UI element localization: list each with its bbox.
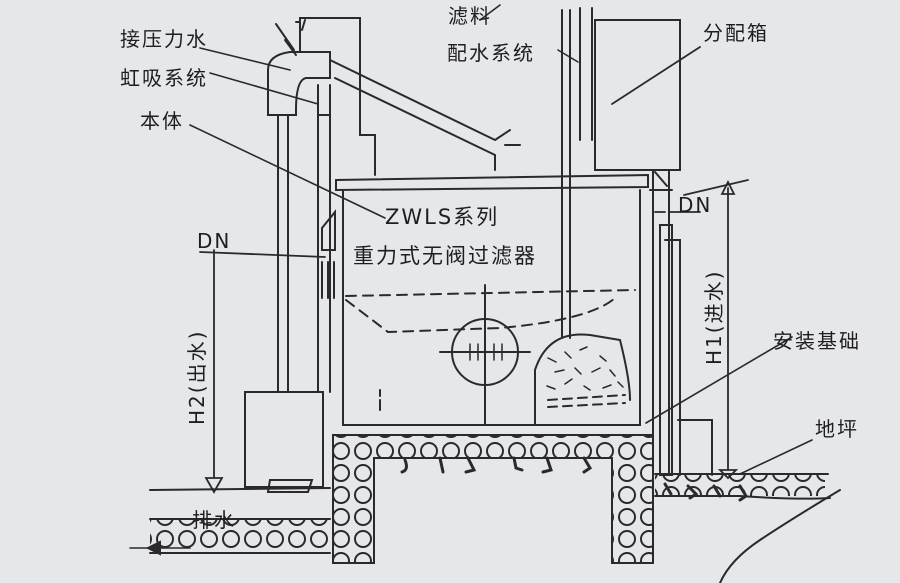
label-filter-name: 重力式无阀过滤器 (353, 244, 537, 268)
filter-tank-top (335, 173, 649, 192)
label-dn-left: DN (197, 229, 232, 253)
connecting-pipe (329, 59, 521, 171)
pressure-inlet-pipe (275, 19, 306, 56)
ground-line-left (149, 487, 331, 491)
body-riser (317, 84, 331, 393)
label-siphon-system: 虹吸系统 (120, 66, 208, 90)
label-water-distribution: 配水系统 (447, 41, 535, 65)
right-valve (677, 419, 713, 476)
filter-media-outline (534, 333, 631, 426)
center-pipe-circle (451, 318, 519, 386)
label-distribution-box: 分配箱 (703, 21, 769, 45)
label-series-name: ZWLS系列 (385, 205, 500, 229)
siphon-elbow (267, 51, 331, 116)
filter-media-particles (546, 346, 624, 391)
check-valve (321, 209, 336, 251)
label-installation-base: 安装基础 (773, 329, 861, 353)
distribution-box (594, 19, 681, 171)
drain-arrow (145, 540, 161, 556)
label-filter-media: 滤料 (448, 4, 492, 28)
outlet-box (244, 391, 324, 488)
filter-media-tube (561, 9, 571, 339)
label-ground: 地坪 (815, 417, 859, 441)
label-pressure-water: 接压力水 (120, 27, 208, 51)
label-h1-inlet: H1(进水) (702, 269, 726, 365)
filter-tank-body (342, 189, 641, 426)
installation-foundation (332, 434, 654, 564)
water-distribution-pipe (579, 7, 593, 141)
nozzles (400, 456, 749, 502)
leader-lines (129, 4, 813, 549)
inlet-pipe-right (649, 169, 673, 476)
label-h2-outlet: H2(出水) (185, 329, 209, 425)
label-body: 本体 (140, 109, 184, 133)
water-level-dashed (345, 289, 636, 297)
center-crosshair (439, 284, 531, 426)
siphon-pipe (277, 114, 289, 393)
dimension-lines (199, 179, 749, 494)
ground-curve-right (719, 489, 841, 583)
label-drainage: 排水 (192, 508, 236, 532)
label-dn-right: DN (678, 193, 713, 217)
